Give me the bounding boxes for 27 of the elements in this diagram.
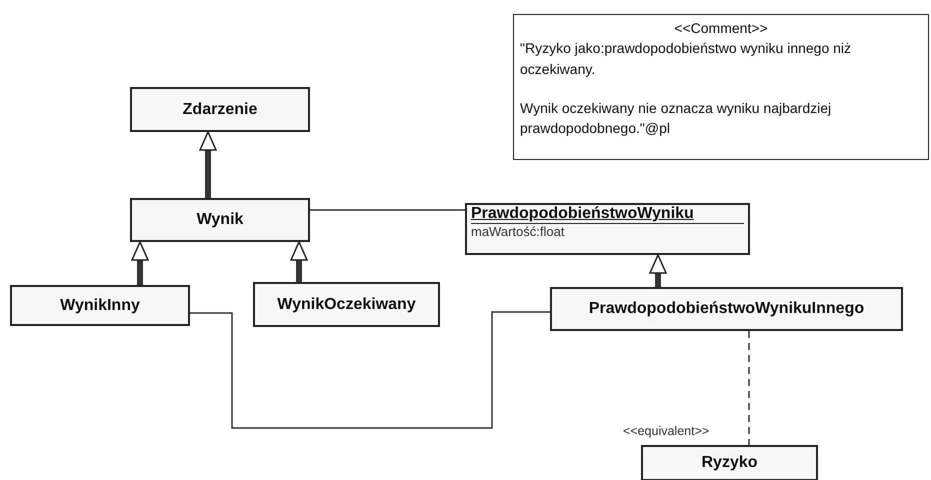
dashed-connector bbox=[748, 331, 750, 445]
stereotype-label: <<Comment>> bbox=[674, 19, 768, 38]
comment-note bbox=[513, 14, 929, 160]
generalization-arrow bbox=[131, 241, 149, 285]
association-line bbox=[310, 209, 465, 211]
class-name: PrawdopodobieństwoWyniku bbox=[471, 205, 744, 224]
class-name: WynikOczekiwany bbox=[277, 296, 416, 314]
comment-text: "Ryzyko jako:prawdopodobieństwo wyniku innego niż oczekiwany. bbox=[520, 39, 852, 79]
class-box bbox=[550, 287, 903, 331]
generalization-arrow bbox=[290, 241, 308, 282]
class-box bbox=[465, 203, 750, 255]
class-name: WynikInny bbox=[60, 296, 140, 314]
class-box bbox=[253, 282, 440, 327]
class-name: PrawdopodobieństwoWynikuInnego bbox=[588, 300, 864, 318]
class-box bbox=[130, 87, 310, 132]
class-box bbox=[10, 285, 190, 326]
class-name: Ryzyko bbox=[701, 454, 758, 472]
generalization-arrow bbox=[199, 131, 217, 198]
class-name: Zdarzenie bbox=[182, 100, 258, 118]
comment-text: Wynik oczekiwany nie oznacza wyniku najbardziej prawdopodobnego."@pl bbox=[520, 98, 832, 138]
class-box bbox=[641, 445, 818, 480]
association-line bbox=[190, 311, 550, 429]
stereotype-label: <<equivalent>> bbox=[622, 424, 710, 438]
generalization-arrow bbox=[649, 254, 667, 287]
attribute-label: maWartość:float bbox=[471, 224, 566, 239]
class-box bbox=[130, 198, 310, 242]
class-name: Wynik bbox=[196, 211, 244, 229]
